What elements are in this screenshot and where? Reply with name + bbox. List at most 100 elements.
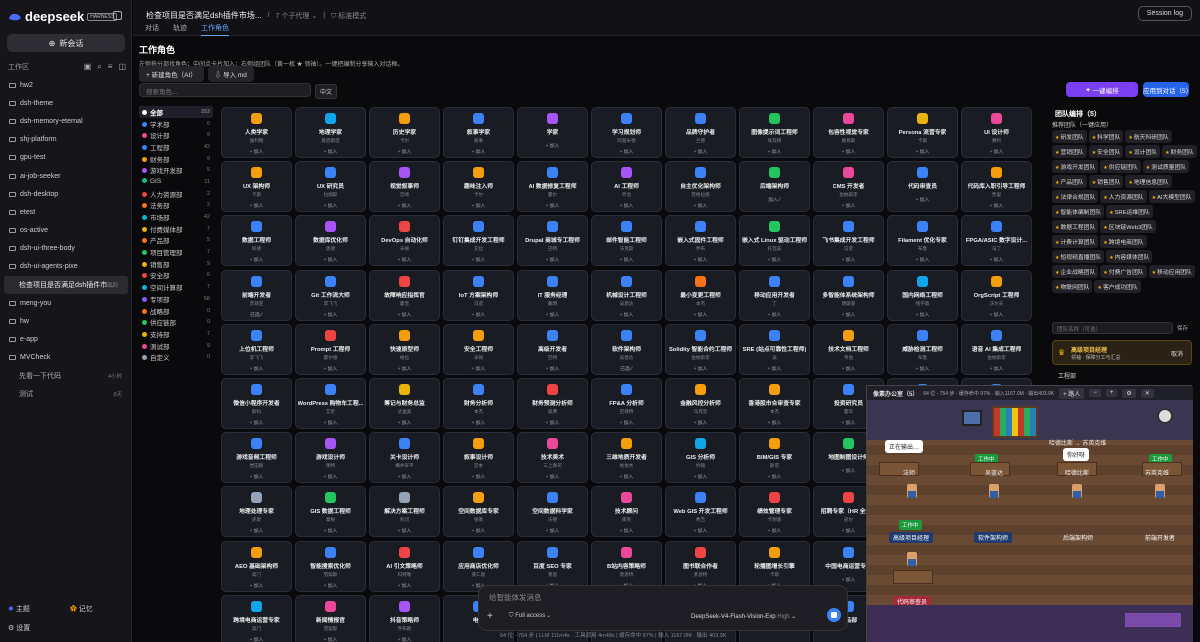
role-card[interactable]: IT 服务经理戴明+ 加入 [517, 269, 588, 321]
session-title[interactable]: 检查项目是否满足dsh插件市场... [146, 11, 262, 20]
role-add-button[interactable]: + 加入 [693, 312, 708, 318]
role-add-button[interactable]: + 加入 [323, 637, 338, 642]
team-chip[interactable]: AI大模型团队 [1148, 190, 1195, 203]
role-card[interactable]: 地理处理专家史斯+ 加入 [221, 486, 292, 538]
model-dropdown[interactable]: DeepSeek-V4-Flash-Vision-Exp High ⌄ [691, 614, 797, 620]
role-add-button[interactable]: + 加入 [323, 312, 338, 318]
role-add-button[interactable]: + 加入 [397, 475, 412, 481]
role-card[interactable]: 移动应用开发者丁+ 加入 [739, 269, 810, 321]
role-add-button[interactable]: + 加入 [767, 258, 782, 264]
role-add-button[interactable]: + 加入 [397, 421, 412, 426]
role-add-button[interactable]: + 加入 [397, 204, 412, 210]
role-card[interactable]: 代码审查员+ 加入 [887, 161, 958, 213]
role-card[interactable]: AI 引文策略师科特勒+ 加入 [369, 540, 440, 592]
role-card[interactable]: 三维地质开发者佐佐木+ 加入 [591, 432, 662, 484]
workspace-item[interactable]: hw [0, 312, 132, 330]
apply-team-button[interactable]: 应用到对话（5） [1143, 82, 1192, 97]
role-card[interactable]: 智能搜索优化师雪梨斯+ 加入 [295, 540, 366, 592]
role-add-button[interactable]: + 加入 [249, 258, 264, 264]
role-card[interactable]: Web GIS 开发工程师秀吉+ 加入 [665, 486, 736, 538]
role-card[interactable]: 技术顾问库克+ 加入 [591, 486, 662, 538]
agent-sprite[interactable] [1072, 484, 1082, 498]
team-chip[interactable]: 安全团队 [1088, 145, 1124, 158]
role-card[interactable]: 筹记与财务总监达里奥+ 加入 [369, 378, 440, 429]
save-team-button[interactable]: 保存 [1177, 326, 1189, 332]
role-card[interactable]: GIS 分析师约翰+ 加入 [665, 432, 736, 484]
role-add-button[interactable]: + 加入 [471, 204, 486, 210]
role-add-button[interactable]: + 加入 [989, 312, 1004, 318]
role-add-button[interactable]: + 加入 [323, 583, 338, 589]
role-card[interactable]: 叙事设计师宫本+ 加入 [443, 432, 514, 484]
role-add-button[interactable]: + 加入 [693, 421, 708, 426]
role-card[interactable]: AEO 基础架构师高门+ 加入 [221, 540, 292, 592]
role-add-button[interactable]: + 加入 [545, 144, 560, 149]
team-chip[interactable]: 销售团队 [1088, 175, 1124, 188]
role-add-button[interactable]: + 加入 [545, 204, 560, 210]
role-card[interactable]: 新闻情报官雪梨斯+ 加入 [295, 594, 366, 642]
role-add-button[interactable]: + 加入 [693, 258, 708, 264]
team-chip[interactable]: 航天科研团队 [1125, 130, 1172, 143]
role-card[interactable]: 抖音策略师乔布斯+ 加入 [369, 594, 440, 642]
role-card[interactable]: 财务分析师本杰+ 加入 [443, 378, 514, 429]
close-icon[interactable]: ✕ [1140, 388, 1154, 398]
memory-button[interactable]: ✿ 记忆 [70, 604, 93, 614]
team-chip[interactable]: 智能体编制团队 [1052, 205, 1105, 218]
role-card[interactable]: 机械设计工程师吴恩达+ 加入 [591, 269, 662, 321]
agent-sprite[interactable] [907, 552, 917, 566]
workspace-item[interactable]: dsh-ui-agents-pixe [0, 258, 132, 276]
role-add-button[interactable]: + 加入 [841, 204, 856, 210]
role-add-button[interactable]: + 加入 [915, 312, 930, 318]
role-add-button[interactable]: + 加入 [767, 150, 782, 155]
role-card[interactable]: OrgScript 工程师沃尔夫+ 加入 [961, 269, 1032, 321]
workspace-item[interactable]: gpu-test [0, 149, 132, 167]
role-card[interactable]: AI 数据修复工程师霍尔+ 加入 [517, 161, 588, 213]
role-card[interactable]: 品牌守护者兰德+ 加入 [665, 107, 736, 158]
role-add-button[interactable]: + 加入 [249, 366, 264, 372]
role-card[interactable]: 嵌入式 Linux 驱动工程师托瓦兹+ 加入 [739, 215, 810, 267]
role-card[interactable]: 图像提示词工程师埃及研+ 加入 [739, 107, 810, 158]
role-card[interactable]: BIM/GIS 专家斯诺+ 加入 [739, 432, 810, 484]
role-add-button[interactable]: + 加入 [841, 150, 856, 155]
role-add-button[interactable]: + 加入 [397, 258, 412, 264]
role-card[interactable]: 国内网络工程师钱学森+ 加入 [887, 269, 958, 321]
team-chip[interactable]: 财务团队 [1162, 145, 1197, 158]
role-card[interactable]: 多智能体系统架构师明斯基+ 加入 [813, 269, 884, 321]
leader-cancel-button[interactable]: 取消 [1170, 352, 1183, 358]
role-card[interactable]: 技术文档工程师韦伯+ 加入 [813, 323, 884, 375]
role-card[interactable]: 财务预测分析师威弗+ 加入 [517, 378, 588, 429]
team-chip[interactable]: 客户成功团队 [1094, 280, 1141, 293]
role-card[interactable]: 游戏音频工程师岩田聪+ 加入 [221, 432, 292, 484]
role-add-button[interactable]: + 加入 [471, 258, 486, 264]
team-chip[interactable]: 移动应用团队 [1148, 265, 1195, 278]
role-add-button[interactable]: + 加入 [841, 366, 856, 372]
role-add-button[interactable]: + 加入 [989, 204, 1004, 210]
team-chip[interactable]: 设计团队 [1125, 145, 1161, 158]
import-md-button[interactable]: ⇩ 导入 md [207, 66, 254, 82]
role-add-button[interactable]: + 加入 [841, 469, 856, 475]
role-add-button[interactable]: + 加入 [323, 204, 338, 210]
sort-icon[interactable]: ≡ [107, 62, 113, 71]
role-card[interactable]: FPGA/ASIC 数字设计...马丁+ 加入 [961, 215, 1032, 267]
role-add-button[interactable]: + 加入 [619, 529, 634, 535]
team-chip[interactable]: 区块链Web3团队 [1100, 220, 1156, 233]
workspace-item[interactable]: e-app [0, 331, 132, 349]
role-add-button[interactable]: + 加入 [545, 475, 560, 481]
role-card[interactable]: 数据库优化师奥德+ 加入 [295, 215, 366, 267]
tab-trace[interactable]: 轨迹 [173, 25, 187, 32]
role-add-button[interactable]: 已选✓ [250, 312, 263, 318]
role-card[interactable]: 上位机工程师李飞飞+ 加入 [221, 323, 292, 375]
role-card[interactable]: UX 研究员拉姆斯+ 加入 [295, 161, 366, 213]
role-card[interactable]: Git 工作流大师李飞飞+ 加入 [295, 269, 366, 321]
team-chip[interactable]: 研发团队 [1052, 130, 1087, 143]
role-add-button[interactable]: + 加入 [693, 475, 708, 481]
role-add-button[interactable]: + 加入 [545, 529, 560, 535]
role-add-button[interactable]: + 加入 [397, 150, 412, 155]
role-card[interactable]: 金融风控分析师马克思+ 加入 [665, 378, 736, 429]
workspace-item[interactable]: meng-you [0, 294, 132, 312]
role-card[interactable]: UX 架构师卡斯+ 加入 [221, 161, 292, 213]
role-card[interactable]: Solidity 智能合约工程师伯纳斯李+ 加入 [665, 323, 736, 375]
